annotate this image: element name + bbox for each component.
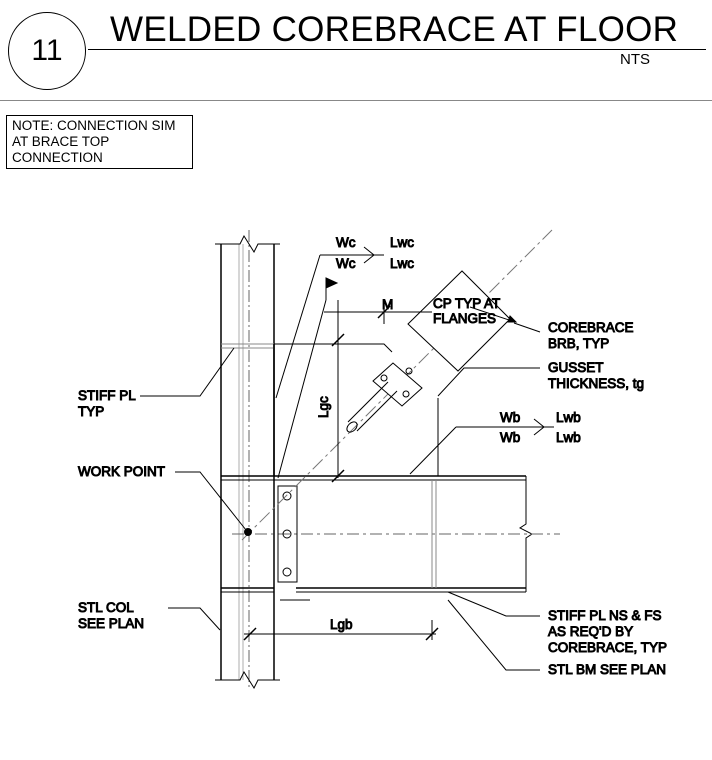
- stl-bm-note: STL BM SEE PLAN: [548, 662, 666, 677]
- lgc-dimension: [331, 300, 345, 483]
- steel-beam: [232, 475, 560, 593]
- field-weld-flag: [277, 277, 339, 479]
- beam-weld-length-bottom: Lwb: [556, 430, 581, 445]
- beam-weld-length-top: Lwb: [556, 410, 581, 425]
- column-weld-length-bottom: Lwc: [390, 256, 414, 271]
- gusset-note-line1: GUSSET: [548, 360, 604, 375]
- note-box: NOTE: CONNECTION SIM AT BRACE TOP CONNEC…: [6, 115, 193, 169]
- beam-weld-size-bottom: Wb: [500, 430, 520, 445]
- column-weld-length-top: Lwc: [390, 235, 414, 250]
- column-weld-size-bottom: Wc: [336, 256, 356, 271]
- note-line: AT BRACE TOP: [12, 134, 110, 149]
- m-dimension-label: M: [382, 297, 393, 312]
- gusset-plate: [273, 343, 439, 476]
- corebrace-note-line2: BRB, TYP: [548, 336, 609, 351]
- note-line: CONNECTION: [12, 150, 103, 165]
- beam-weld-size-top: Wb: [500, 410, 520, 425]
- work-point-note: WORK POINT: [78, 464, 165, 479]
- stiff-pl-note-line2: TYP: [78, 404, 104, 419]
- callout-leaders: [140, 306, 541, 671]
- column-stiffener-plates: [221, 343, 274, 593]
- scale-label: NTS: [620, 51, 650, 68]
- gusset-note-line2: THICKNESS, tg: [548, 376, 644, 391]
- cp-note-line1: CP TYP AT: [433, 296, 500, 311]
- cp-note-line2: FLANGES: [433, 311, 496, 326]
- stiff-pl-note-line1: STIFF PL: [78, 388, 136, 403]
- work-point: [244, 528, 252, 536]
- detail-title: WELDED COREBRACE AT FLOOR: [110, 10, 679, 49]
- stiff-ns-note-line3: COREBRACE, TYP: [548, 640, 667, 655]
- column-weld-symbol: [275, 246, 384, 399]
- note-line: NOTE: CONNECTION SIM: [12, 118, 176, 133]
- stl-col-note-line2: SEE PLAN: [78, 616, 144, 631]
- corebrace-note-line1: COREBRACE: [548, 320, 634, 335]
- stiff-ns-note-line2: AS REQ'D BY: [548, 624, 633, 639]
- shear-tab: [273, 482, 298, 598]
- steel-column: [215, 230, 280, 690]
- detail-number-bubble: 11: [8, 12, 86, 90]
- stiff-ns-note-line1: STIFF PL NS & FS: [548, 608, 662, 623]
- beam-weld-symbol: [409, 418, 554, 475]
- column-weld-size-top: Wc: [336, 235, 356, 250]
- m-dimension: [324, 300, 432, 324]
- lgb-dimension-label: Lgb: [330, 617, 353, 632]
- lgc-dimension-label: Lgc: [316, 396, 331, 418]
- lgb-dimension: [243, 620, 439, 641]
- corebrace: [241, 229, 553, 541]
- stl-col-note-line1: STL COL: [78, 600, 134, 615]
- title-underline: [88, 49, 706, 50]
- detail-number: 11: [31, 34, 63, 67]
- header-divider: [0, 100, 712, 101]
